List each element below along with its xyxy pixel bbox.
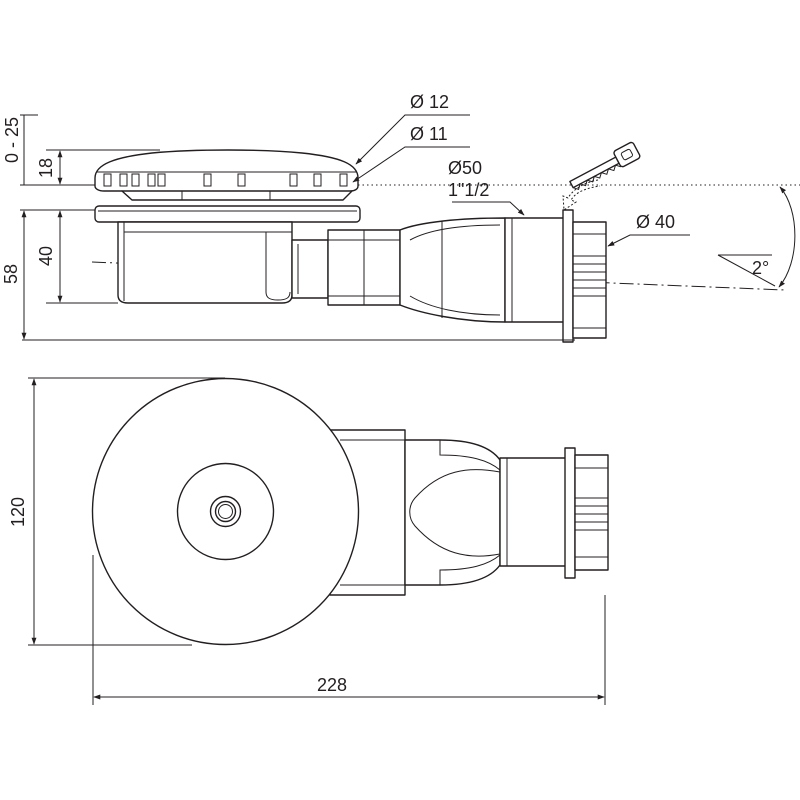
plan-outlet (329, 429, 609, 596)
outlet-pipe (291, 217, 506, 323)
dim-total-height: 58 (1, 264, 21, 284)
grate-cap (94, 149, 359, 201)
dim-width: 120 (8, 497, 28, 527)
plan-grate-disk (91, 377, 360, 646)
drain-body (94, 205, 361, 304)
leader-dia-50 (452, 201, 525, 216)
leader-dia-11 (352, 146, 470, 183)
cut-arrow-icon (562, 179, 601, 211)
leader-dia-40 (607, 234, 690, 247)
dim-body-height: 40 (36, 246, 56, 266)
dim-length: 228 (317, 675, 347, 695)
angle-arc (778, 186, 796, 288)
label-dia-40: Ø 40 (636, 212, 675, 232)
dim-grate-height: 18 (36, 158, 56, 178)
label-dia-11: Ø 11 (410, 124, 448, 144)
leader-dia-12 (355, 114, 470, 165)
label-thread: 1"1/2 (448, 180, 489, 200)
label-dia-50: Ø50 (448, 158, 482, 178)
plan-view: 120 228 (8, 377, 609, 705)
label-angle: 2° (752, 258, 769, 278)
grate-slots (103, 173, 348, 187)
angle-marker: 2° (717, 186, 796, 288)
side-view: 0 - 25 18 40 58 Ø 12 Ø 11 Ø50 1"1/2 Ø 40 (1, 92, 800, 343)
hacksaw-icon (569, 141, 641, 190)
label-dia-12: Ø 12 (410, 92, 449, 112)
dim-grate-adjust: 0 - 25 (2, 117, 22, 163)
outlet-connector (504, 209, 607, 343)
